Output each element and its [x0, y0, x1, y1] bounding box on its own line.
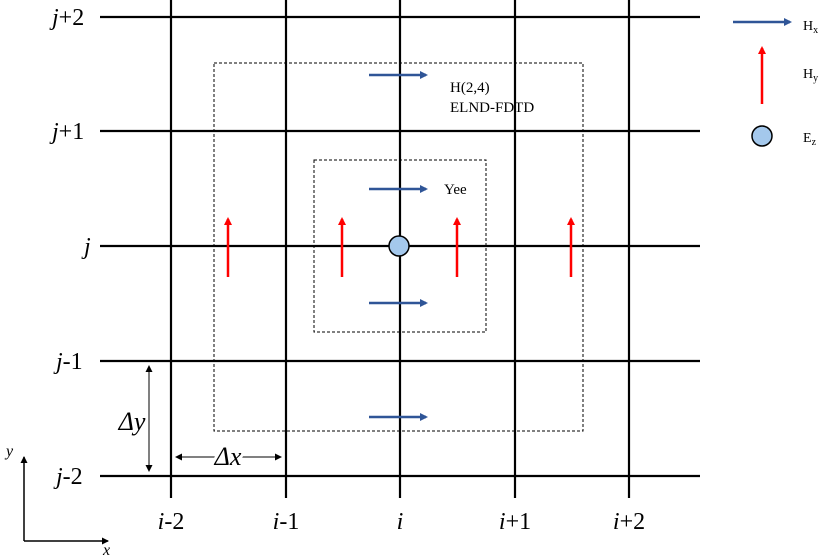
col-labels: i-2 i-1 i i+1 i+2	[158, 509, 645, 535]
col-label: i	[397, 509, 404, 535]
x-axis-label: x	[102, 542, 110, 559]
outer-stencil-label-line2: ELND-FDTD	[450, 100, 534, 116]
legend-hy-label: Hy	[803, 67, 818, 84]
col-label: i-2	[158, 509, 185, 535]
outer-stencil-box	[213, 62, 584, 432]
inner-stencil-box	[313, 159, 487, 333]
legend: Hx Hy Ez	[733, 18, 818, 148]
y-axis-label: y	[4, 443, 14, 460]
col-label: i+2	[613, 509, 645, 535]
hy-arrows	[224, 217, 575, 277]
col-label: i+1	[499, 509, 531, 535]
ez-node	[388, 235, 410, 257]
row-label: j+1	[49, 119, 84, 145]
inner-stencil-label: Yee	[444, 182, 467, 198]
dx-label: Δx	[214, 442, 242, 471]
row-label: j+2	[49, 5, 84, 31]
col-label: i-1	[273, 509, 300, 535]
grid	[100, 0, 700, 498]
dy-label: Δy	[118, 407, 146, 436]
outer-stencil-label-line1: H(2,4)	[450, 80, 490, 96]
legend-ez-symbol	[751, 125, 773, 147]
row-label: j-1	[53, 349, 83, 375]
row-labels: j+2 j+1 j j-1 j-2	[49, 5, 91, 490]
legend-hx-label: Hx	[803, 19, 818, 36]
row-label: j	[81, 234, 91, 260]
legend-ez-label: Ez	[803, 131, 817, 148]
coordinate-axes: y x	[4, 443, 110, 559]
hx-arrows	[369, 71, 428, 421]
row-label: j-2	[53, 464, 83, 490]
